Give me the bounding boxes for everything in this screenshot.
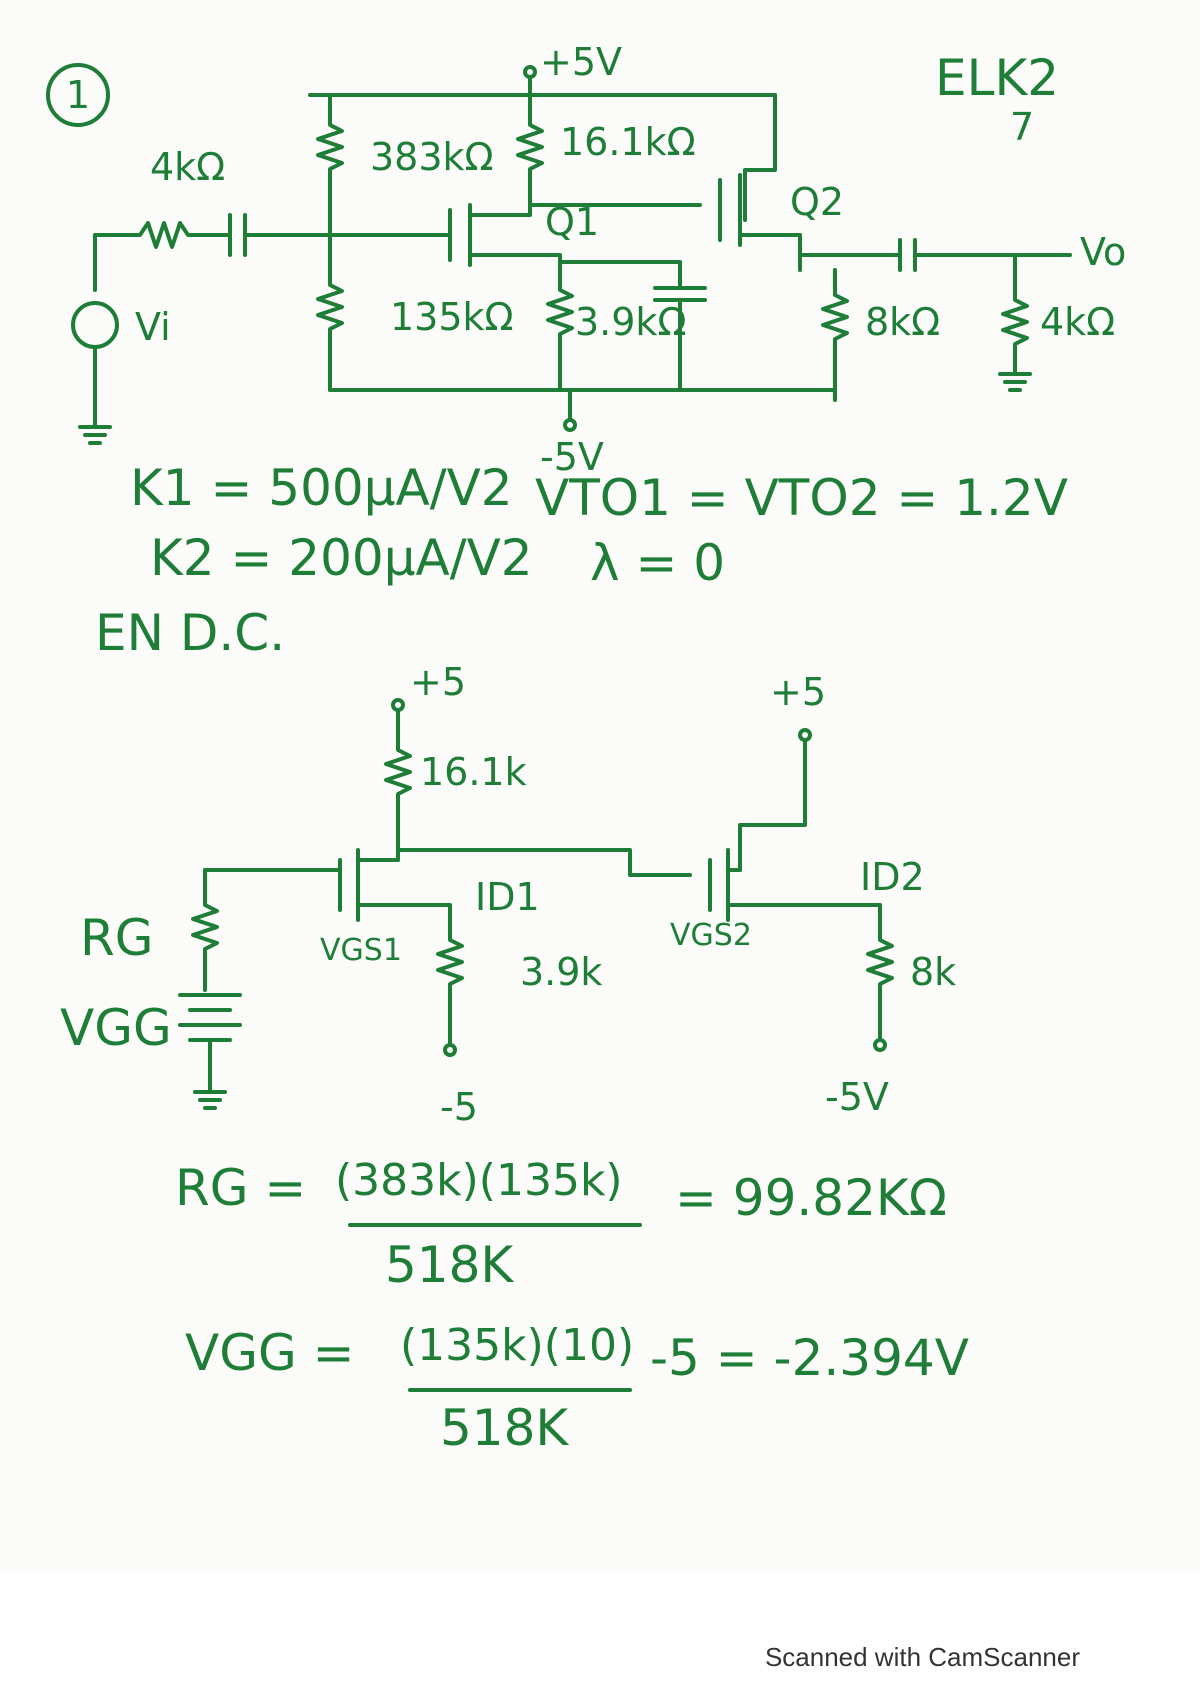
header-code: ELK2 — [935, 49, 1059, 107]
rg-equation: RG = (383k)(135k) 518K = 99.82KΩ — [175, 1155, 947, 1294]
rg-eq-lhs: RG = — [175, 1159, 306, 1217]
vss-label: -5V — [540, 435, 604, 479]
dc-id2-label: ID2 — [860, 855, 925, 899]
source-label: Vi — [135, 305, 171, 349]
rs1-label: 3.9kΩ — [575, 300, 686, 344]
header-sub: 7 — [1010, 105, 1034, 149]
param-k1: K1 = 500μA/V2 — [130, 459, 513, 517]
dc-vgs2-label: VGS2 — [670, 918, 752, 953]
dc-rg-label: RG — [80, 909, 154, 967]
dc-rs2-label: 8k — [910, 950, 956, 994]
amplifier-schematic — [71, 65, 1072, 445]
rs2-label: 8kΩ — [865, 300, 940, 344]
dc-rd-label: 16.1k — [420, 750, 527, 794]
dc-vdd-left: +5 — [410, 660, 466, 704]
dc-id1-label: ID1 — [475, 875, 540, 919]
scanner-watermark: Scanned with CamScanner — [764, 1642, 1080, 1672]
dc-rs1-label: 3.9k — [520, 950, 602, 994]
rg-eq-numerator: (383k)(135k) — [335, 1155, 623, 1206]
r2-label: 135kΩ — [390, 295, 514, 339]
vgg-eq-result: -5 = -2.394V — [650, 1329, 969, 1387]
vgg-eq-denominator: 518K — [440, 1399, 569, 1457]
dc-vss-left: -5 — [440, 1085, 478, 1129]
section-title: EN D.C. — [95, 604, 285, 662]
dc-vdd-right: +5 — [770, 670, 826, 714]
rg-eq-result: = 99.82KΩ — [675, 1169, 947, 1227]
param-lambda: λ = 0 — [590, 534, 725, 592]
problem-number: 1 — [66, 73, 90, 117]
vgg-eq-numerator: (135k)(10) — [400, 1320, 634, 1371]
rsig-label: 4kΩ — [150, 145, 225, 189]
output-label: Vo — [1080, 230, 1126, 274]
r1-label: 383kΩ — [370, 135, 494, 179]
problem-number-badge: 1 — [46, 63, 110, 127]
vgg-equation: VGG = (135k)(10) 518K -5 = -2.394V — [185, 1320, 969, 1457]
rd-label: 16.1kΩ — [560, 120, 696, 164]
footer-area — [0, 1572, 1200, 1698]
vgg-eq-lhs: VGG = — [185, 1324, 354, 1382]
dc-vss-right: -5V — [825, 1075, 889, 1119]
param-vto: VTO1 = VTO2 = 1.2V — [535, 469, 1068, 527]
param-k2: K2 = 200μA/V2 — [150, 529, 533, 587]
vdd-label: +5V — [540, 40, 622, 84]
rg-eq-denominator: 518K — [385, 1236, 514, 1294]
dc-vgs1-label: VGS1 — [320, 933, 402, 968]
q1-label: Q1 — [545, 200, 599, 244]
rl-label: 4kΩ — [1040, 300, 1115, 344]
handwritten-sheet: 1 ELK2 7 — [46, 40, 1126, 1457]
q2-label: Q2 — [790, 180, 844, 224]
dc-equivalent-schematic — [178, 698, 894, 1110]
dc-vgg-label: VGG — [60, 999, 172, 1057]
